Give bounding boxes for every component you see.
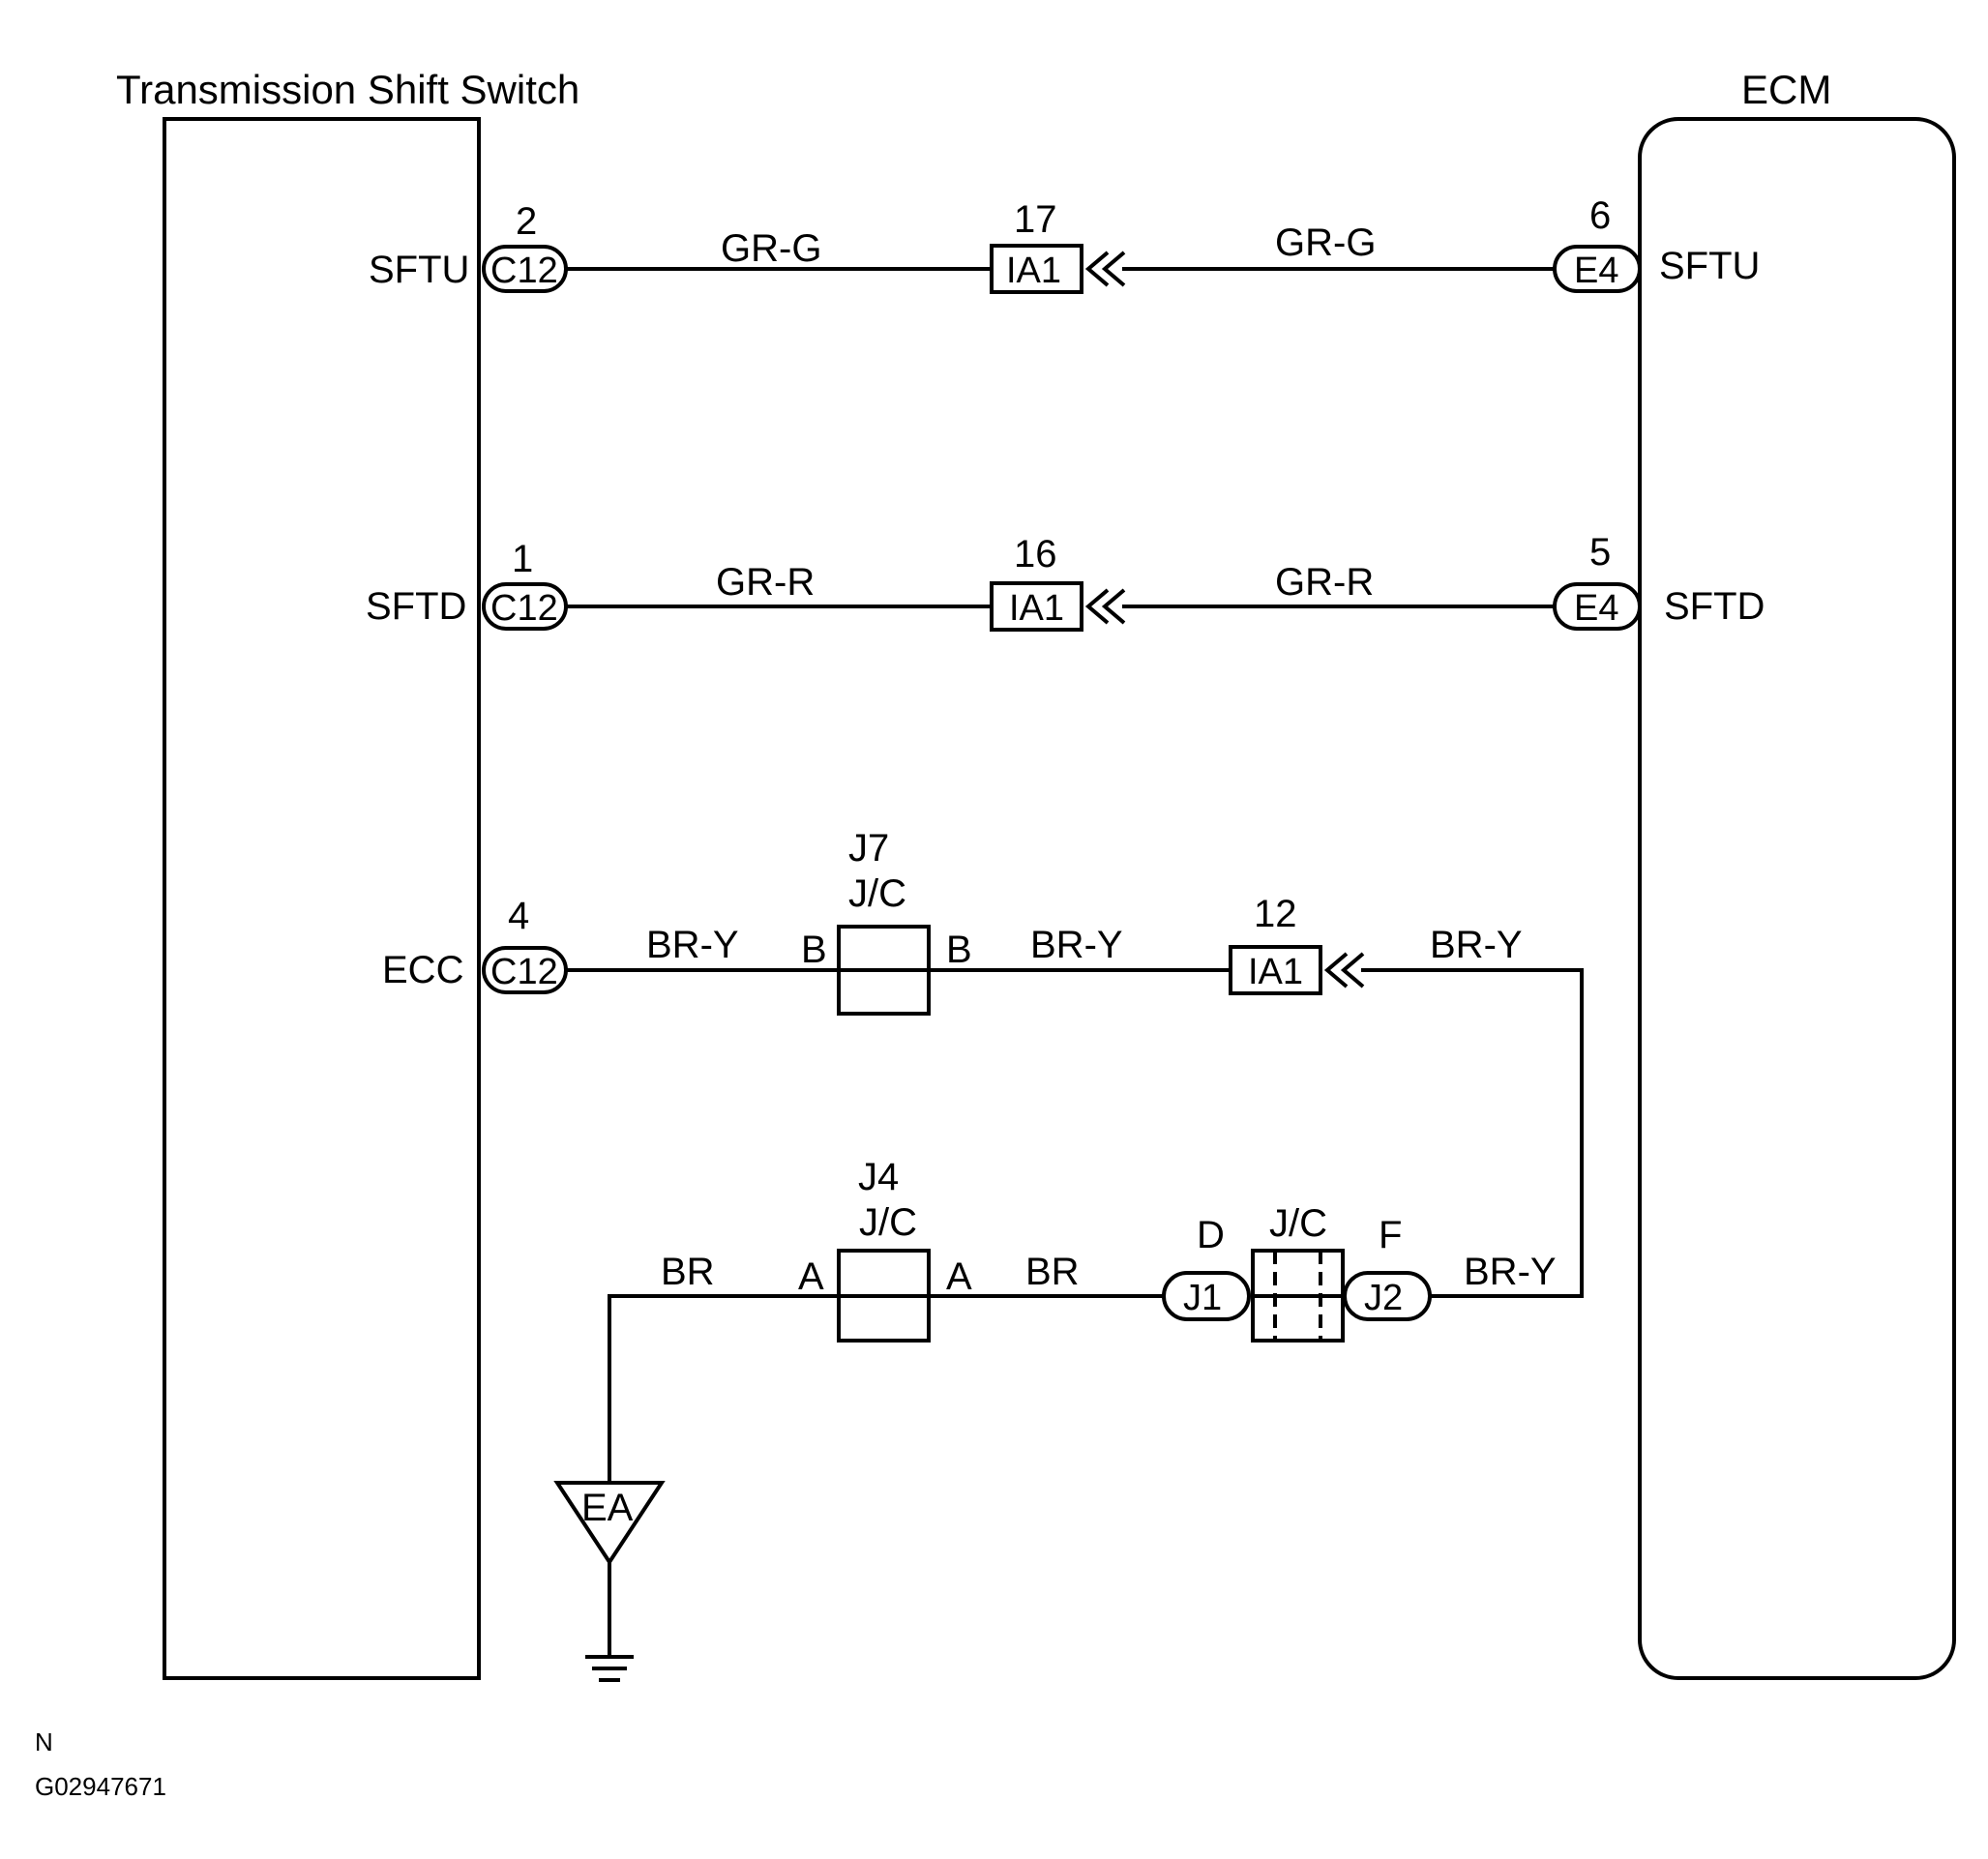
junction-pin: D: [1197, 1214, 1225, 1256]
junction-name: J7: [848, 827, 889, 870]
pin-number: 1: [512, 538, 533, 580]
pin-number: 6: [1589, 194, 1611, 237]
connector-label: IA1: [1006, 251, 1061, 291]
connector-ia1-sftu: [990, 244, 1083, 294]
pin-name-sftd-right: SFTD: [1664, 585, 1765, 628]
pin-name-sftd-left: SFTD: [366, 585, 466, 628]
pin-number: 16: [1014, 533, 1057, 575]
arrow-icon: [1101, 588, 1126, 625]
connector-label: C12: [490, 588, 558, 629]
junction-type: J/C: [859, 1201, 917, 1244]
transmission-shift-switch-box: [163, 117, 481, 1680]
pin-number: 4: [508, 895, 529, 937]
junction-type: J/C: [1269, 1202, 1327, 1245]
wire-color: GR-G: [1275, 221, 1376, 264]
junction-pin: B: [946, 929, 972, 971]
pin-number: 12: [1254, 893, 1297, 935]
connector-c12-sftd: [482, 582, 568, 631]
figure-id: G02947671: [35, 1772, 166, 1801]
junction-name: J4: [858, 1156, 899, 1198]
wire-color: BR-Y: [646, 924, 739, 966]
pin-number: 2: [516, 200, 537, 243]
connector-ia1-sftd: [990, 581, 1083, 632]
wire-color: BR-Y: [1464, 1251, 1557, 1293]
wire-color: BR: [1025, 1251, 1080, 1293]
wire-ground-1: [608, 1294, 839, 1483]
junction-pin: B: [801, 929, 827, 971]
connector-j1: [1162, 1271, 1251, 1321]
arrow-icon: [1084, 588, 1110, 625]
pin-number: 17: [1014, 198, 1057, 241]
connector-label: C12: [490, 952, 558, 992]
connector-label: E4: [1574, 251, 1618, 291]
pin-number: 5: [1589, 531, 1611, 574]
connector-c12-sftu: [482, 245, 568, 293]
diagram-code: N: [35, 1727, 53, 1756]
wire-color: BR-Y: [1030, 924, 1123, 966]
wire-color: GR-R: [716, 561, 815, 604]
junction-pin: F: [1379, 1214, 1402, 1256]
wire-ecc-3: [1361, 968, 1584, 1298]
connector-j2: [1343, 1271, 1432, 1321]
wire-color: GR-G: [721, 227, 821, 270]
wire-color: GR-R: [1275, 561, 1374, 604]
wire-color: BR-Y: [1430, 924, 1523, 966]
connector-label: IA1: [1248, 952, 1303, 992]
connector-label: C12: [490, 251, 558, 291]
connector-label: J2: [1364, 1278, 1403, 1318]
connector-label: IA1: [1009, 588, 1064, 629]
connector-label: J1: [1183, 1278, 1222, 1318]
connector-ia1-ecc: [1229, 945, 1322, 995]
connector-e4-sftd: [1553, 582, 1642, 631]
arrow-icon: [1323, 952, 1349, 989]
arrow-icon: [1340, 952, 1365, 989]
arrow-icon: [1101, 251, 1126, 287]
pin-name-sftu-right: SFTU: [1659, 245, 1760, 287]
wire-color: BR: [661, 1251, 715, 1293]
pin-name-ecc: ECC: [382, 949, 463, 991]
ecm-title: ECM: [1741, 67, 1831, 112]
transmission-shift-switch-title: Transmission Shift Switch: [116, 67, 579, 112]
junction-pin: A: [798, 1255, 824, 1298]
junction-pin: A: [946, 1255, 972, 1298]
ground-point-ea-icon: [553, 1481, 666, 1566]
connector-e4-sftu: [1553, 245, 1642, 293]
ecm-box: [1638, 117, 1956, 1680]
arrow-icon: [1084, 251, 1110, 287]
pin-name-sftu-left: SFTU: [369, 249, 469, 291]
ground-label: EA: [581, 1487, 634, 1529]
junction-type: J/C: [848, 872, 906, 915]
connector-label: E4: [1574, 588, 1618, 629]
